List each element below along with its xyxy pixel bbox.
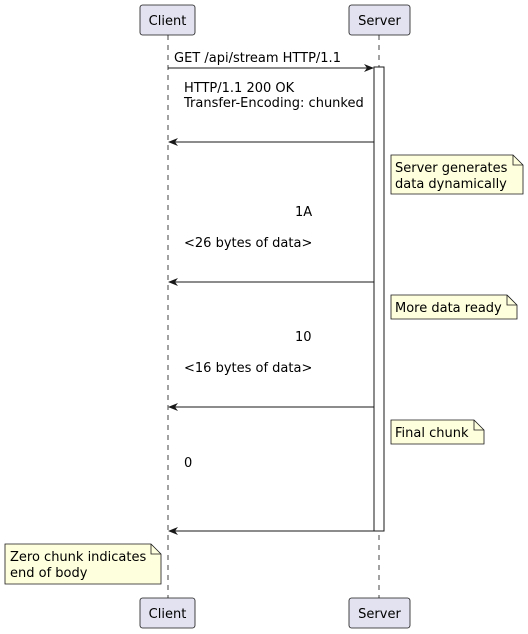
message-label: 10: [295, 330, 312, 345]
message-response-headers: HTTP/1.1 200 OK Transfer-Encoding: chunk…: [168, 81, 374, 146]
message-label: GET /api/stream HTTP/1.1: [174, 51, 341, 66]
note-fold: [473, 420, 484, 431]
note-fold: [506, 295, 517, 306]
note-fold: [512, 155, 523, 166]
note-shape: [4, 543, 162, 585]
note-text: end of body: [10, 566, 88, 581]
participant-box: [348, 597, 411, 629]
message-label: <16 bytes of data>: [184, 361, 312, 376]
note-text: More data ready: [395, 301, 502, 316]
note-text: Final chunk: [395, 426, 469, 441]
note-fold: [150, 544, 161, 555]
message-label: Transfer-Encoding: chunked: [183, 96, 364, 111]
message-get-request: GET /api/stream HTTP/1.1: [168, 51, 374, 72]
message-label: HTTP/1.1 200 OK: [184, 81, 295, 96]
note-more-data: More data ready: [390, 294, 518, 320]
note-shape: [390, 294, 518, 320]
message-label: 0: [184, 456, 192, 471]
participant-client-top: Client: [139, 4, 196, 36]
note-zero-chunk: Zero chunk indicates end of body: [4, 543, 162, 585]
participant-label: Server: [358, 14, 401, 29]
message-label: <26 bytes of data>: [184, 236, 312, 251]
note-shape: [390, 419, 485, 445]
message-zero-chunk: 0: [168, 456, 374, 535]
note-final-chunk: Final chunk: [390, 419, 485, 445]
note-text: data dynamically: [395, 177, 507, 192]
participant-box: [348, 4, 411, 36]
participant-box: [139, 4, 196, 36]
message-label: 1A: [295, 205, 312, 220]
participant-label: Client: [149, 607, 187, 622]
participant-client-bottom: Client: [139, 597, 196, 629]
note-text: Server generates: [395, 161, 508, 176]
participant-label: Client: [149, 14, 187, 29]
participant-label: Server: [358, 607, 401, 622]
participant-server-bottom: Server: [348, 597, 411, 629]
note-text: Zero chunk indicates: [10, 550, 146, 565]
participant-box: [139, 597, 196, 629]
message-chunk-10: 10 <16 bytes of data>: [168, 330, 374, 411]
note-server-generates: Server generates data dynamically: [390, 154, 524, 195]
note-shape: [390, 154, 524, 195]
participant-server-top: Server: [348, 4, 411, 36]
server-activation-bar: [373, 66, 385, 532]
message-chunk-1a: 1A <26 bytes of data>: [168, 205, 374, 286]
